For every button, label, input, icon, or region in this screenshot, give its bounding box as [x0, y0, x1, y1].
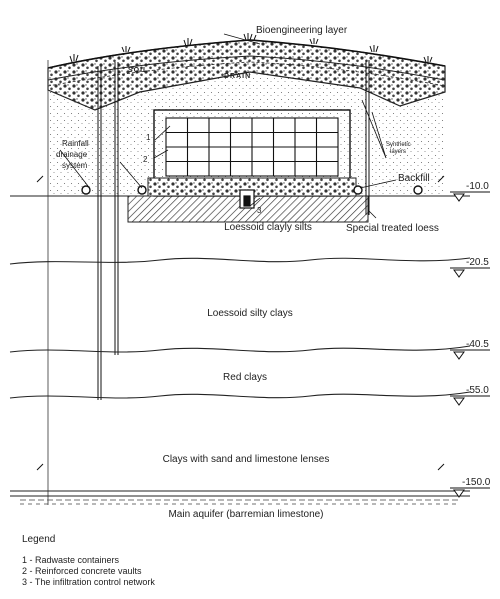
stratum-label: Loessoid silty clays — [207, 308, 293, 319]
callout-1: 1 — [146, 133, 151, 142]
legend-item: 2 - Reinforced concrete vaults — [22, 566, 142, 576]
depth-label: -150.0 — [462, 477, 491, 488]
stratum-label: Clays with sand and limestone lenses — [163, 454, 330, 465]
legend-item: 1 - Radwaste containers — [22, 555, 120, 565]
depth-label: -55.0 — [466, 385, 489, 396]
vegetation-tufts — [69, 33, 433, 63]
break-marks — [36, 175, 445, 471]
callout-2: 2 — [143, 155, 148, 164]
legend: Legend 1 - Radwaste containers 2 - Reinf… — [22, 534, 482, 588]
rainfall-label-line2: drainage — [56, 150, 88, 159]
callout-3: 3 — [257, 206, 262, 215]
repository-cross-section-diagram: Bioengineering layer SOIL DRAIN 1 2 3 Ra… — [9, 25, 491, 520]
bioengineering-layer-label: Bioengineering layer — [256, 25, 348, 36]
rainfall-label-line1: Rainfall — [62, 139, 89, 148]
synthetic-layer-line-2 — [47, 61, 446, 87]
aquifer-hatch — [20, 499, 460, 505]
vault-footing — [147, 177, 357, 197]
stratum-boundaries — [9, 257, 471, 497]
depth-label: -20.5 — [466, 257, 489, 268]
depth-label: -10.0 — [466, 181, 489, 192]
leader-lines — [59, 33, 397, 219]
synthetic-layers-label-line1: Synthetic — [386, 142, 411, 148]
soil-layer-label: SOIL — [128, 67, 148, 74]
legend-title: Legend — [22, 534, 56, 545]
rainfall-label-line3: system — [62, 161, 88, 170]
depth-markers — [453, 193, 465, 498]
infiltration-control-network — [239, 189, 255, 209]
synthetic-layer-line — [47, 55, 446, 81]
depth-label: -40.5 — [466, 339, 489, 350]
stratum-label: Red clays — [223, 372, 267, 383]
synthetic-layers-label-line2: layers — [390, 149, 406, 155]
depth-marker-bars — [450, 191, 490, 489]
legend-item: 3 - The infiltration control network — [22, 577, 155, 587]
special-treated-loess-label: Special treated loess — [346, 223, 439, 234]
radwaste-container-grid — [165, 117, 339, 177]
drain-layer-label: DRAIN — [224, 73, 251, 80]
stratum-label: Main aquifer (barremian limestone) — [168, 509, 323, 520]
backfill-label: Backfill — [398, 173, 430, 184]
monitoring-wells — [97, 60, 370, 400]
stratum-label: Loessoid clayly silts — [224, 222, 312, 233]
